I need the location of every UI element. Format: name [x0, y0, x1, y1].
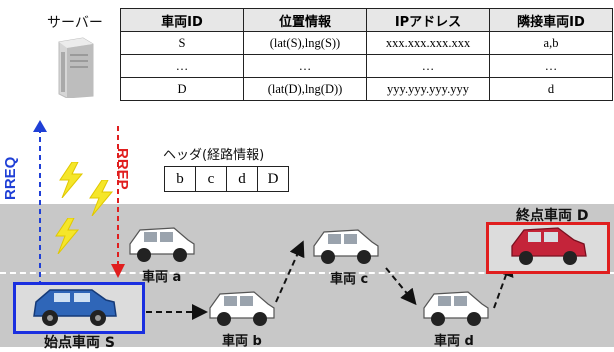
source-vehicle-label: 始点車両 S [44, 335, 115, 351]
source-vehicle-icon [33, 289, 117, 326]
header-route-box: b c d D [164, 166, 289, 192]
header-neighbor-ids: 隣接車両ID [489, 8, 613, 32]
lightning-icon [55, 218, 80, 254]
lane-divider [0, 272, 614, 274]
header-position: 位置情報 [243, 8, 367, 32]
destination-vehicle-icon [511, 227, 587, 265]
server-label: サーバー [47, 15, 103, 31]
table-cell: D [120, 77, 244, 101]
table-cell: (lat(S),lng(S)) [243, 31, 367, 55]
lightning-icon [59, 162, 84, 198]
vehicle-d-label: 車両 d [434, 334, 474, 349]
lightning-icon [89, 180, 114, 216]
vehicle-a-label: 車両 a [142, 270, 182, 285]
table-cell: … [120, 54, 244, 78]
header-title: ヘッダ(経路情報) [163, 148, 265, 163]
vehicle-b-icon [209, 291, 275, 326]
route-cell: b [164, 166, 196, 192]
server-table: 車両ID 位置情報 IPアドレス 隣接車両ID S (lat(S),lng(S)… [120, 8, 613, 101]
route-cell: D [257, 166, 289, 192]
vehicle-c-icon [313, 229, 379, 264]
vehicle-c-label: 車両 c [330, 272, 369, 287]
table-header-row: 車両ID 位置情報 IPアドレス 隣接車両ID [120, 8, 613, 32]
rrep-arrow [111, 126, 125, 278]
route-arrow [275, 240, 305, 303]
table-cell: yyy.yyy.yyy.yyy [366, 77, 490, 101]
route-arrow [385, 267, 417, 306]
rreq-arrow [33, 120, 47, 286]
table-cell: d [489, 77, 613, 101]
vehicle-a-icon [129, 227, 195, 262]
table-row: D (lat(D),lng(D)) yyy.yyy.yyy.yyy d [120, 77, 613, 101]
vehicle-d-icon [423, 291, 489, 326]
table-cell: (lat(D),lng(D)) [243, 77, 367, 101]
vehicle-b-label: 車両 b [222, 334, 262, 349]
server-icon [58, 37, 94, 98]
header-vehicle-id: 車両ID [120, 8, 244, 32]
table-cell: … [243, 54, 367, 78]
destination-vehicle-label: 終点車両 D [516, 208, 589, 224]
table-cell: … [489, 54, 613, 78]
route-cell: c [195, 166, 227, 192]
table-cell: a,b [489, 31, 613, 55]
route-arrow [493, 260, 514, 309]
